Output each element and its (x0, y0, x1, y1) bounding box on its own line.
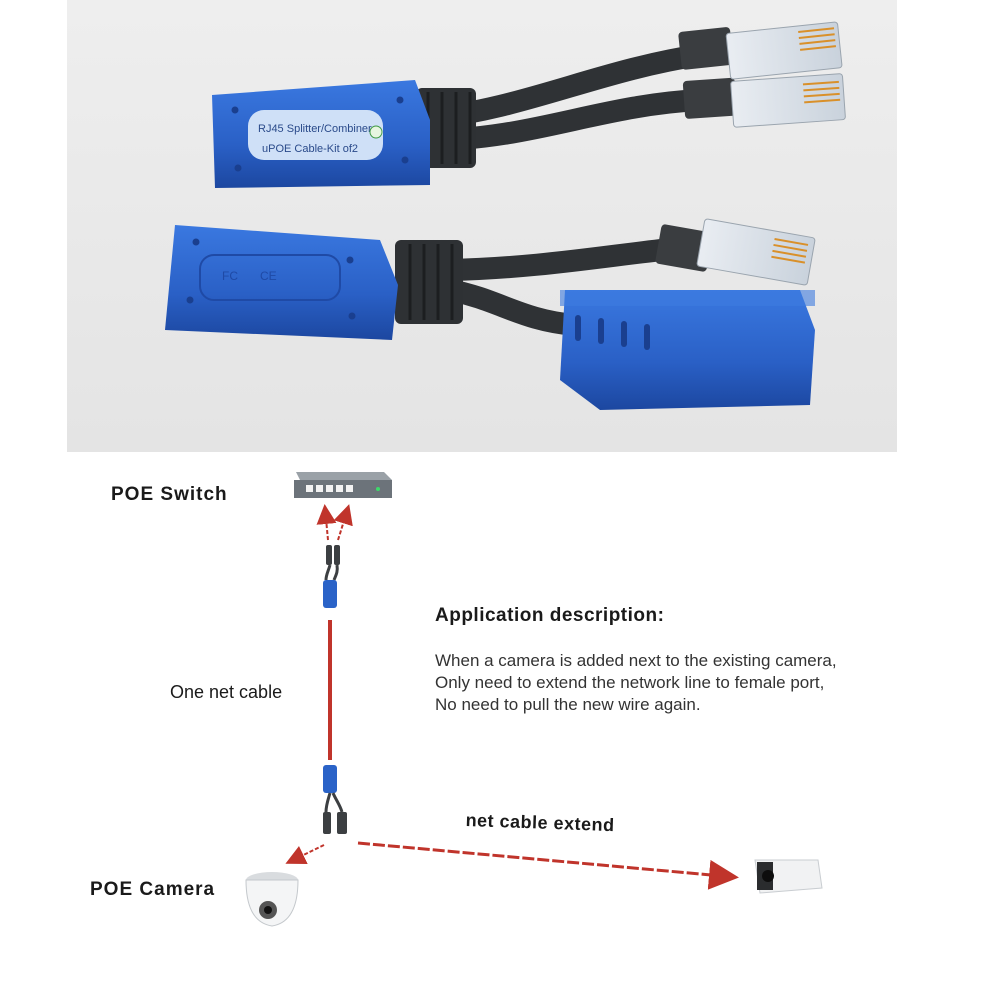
poe-switch-label: POE Switch (111, 484, 228, 505)
combiner-adapter-bottom: FC CE (165, 218, 816, 410)
one-net-cable-label: One net cable (170, 682, 283, 702)
poe-camera-label: POE Camera (90, 879, 216, 900)
application-line-3: No need to pull the new wire again. (435, 695, 701, 714)
application-description-body: When a camera is added next to the exist… (435, 650, 837, 716)
splitter-label-line2: uPOE Cable-Kit of2 (262, 143, 358, 155)
camera-arrow (285, 844, 325, 865)
application-line-2: Only need to extend the network line to … (435, 673, 825, 692)
extend-arrow (357, 841, 739, 890)
application-description-title: Application description: (435, 605, 665, 626)
splitter-label-line1: RJ45 Splitter/Combiner (258, 123, 372, 135)
product-photo: RJ45 Splitter/Combiner uPOE Cable-Kit of… (67, 0, 897, 452)
dome-camera-icon (245, 872, 299, 927)
poe-switch-icon (294, 472, 392, 498)
fc-mark: FC (222, 269, 238, 283)
application-line-1: When a camera is added next to the exist… (435, 651, 837, 670)
ce-mark: CE (260, 269, 277, 283)
bullet-camera-icon (754, 859, 823, 894)
splitter-adapter-top: RJ45 Splitter/Combiner uPOE Cable-Kit of… (212, 21, 846, 188)
splitter-adapter-icon (323, 545, 340, 608)
uplink-arrow-left (316, 504, 337, 541)
uplink-arrow-right (333, 504, 353, 541)
combiner-adapter-icon (323, 765, 347, 834)
